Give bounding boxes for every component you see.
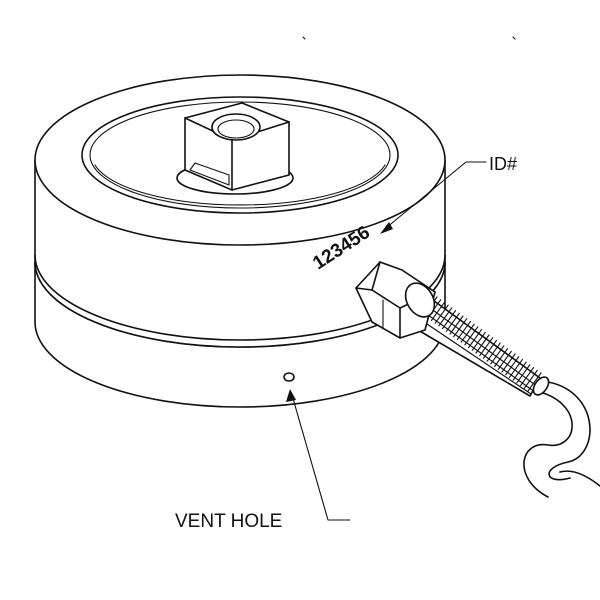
- thread-line: [468, 329, 483, 349]
- thread-line: [453, 318, 468, 338]
- vent-hole-label: VENT HOLE: [175, 511, 282, 532]
- thread-line: [523, 369, 538, 389]
- thread-line: [527, 372, 542, 392]
- top-face: [81, 96, 399, 214]
- thread-line: [497, 350, 512, 370]
- thread-line: [442, 310, 457, 330]
- thread-line: [516, 364, 531, 384]
- thread-line: [430, 301, 445, 321]
- thread-line: [482, 339, 497, 359]
- thread-line: [460, 323, 475, 343]
- vent-arrowhead: [286, 389, 296, 402]
- thread-line: [520, 367, 535, 387]
- thread-line: [445, 312, 460, 332]
- thread-line: [438, 307, 453, 327]
- thread-line: [508, 358, 523, 378]
- connector: [355, 261, 550, 397]
- vent-hole: [283, 372, 295, 382]
- thread-line: [479, 337, 494, 357]
- id-callout: ID#: [380, 154, 517, 234]
- thread-line: [512, 361, 527, 381]
- thread-line: [486, 342, 501, 362]
- vent-hole-callout: VENT HOLE: [175, 389, 351, 532]
- thread-line: [501, 353, 516, 373]
- cable: [523, 381, 600, 498]
- thread-line: [475, 334, 490, 354]
- thread-line: [490, 345, 505, 365]
- thread-line: [449, 315, 464, 335]
- top-marks: [302, 36, 516, 40]
- cable-threads: [423, 296, 542, 392]
- thread-line: [471, 331, 486, 351]
- id-label: ID#: [489, 154, 517, 174]
- thread-line: [434, 304, 449, 324]
- loading-button: [176, 102, 294, 195]
- thread-line: [456, 320, 471, 340]
- thread-line: [505, 356, 520, 376]
- id-arrowhead: [380, 222, 393, 234]
- thread-line: [494, 348, 509, 368]
- thread-line: [464, 326, 479, 346]
